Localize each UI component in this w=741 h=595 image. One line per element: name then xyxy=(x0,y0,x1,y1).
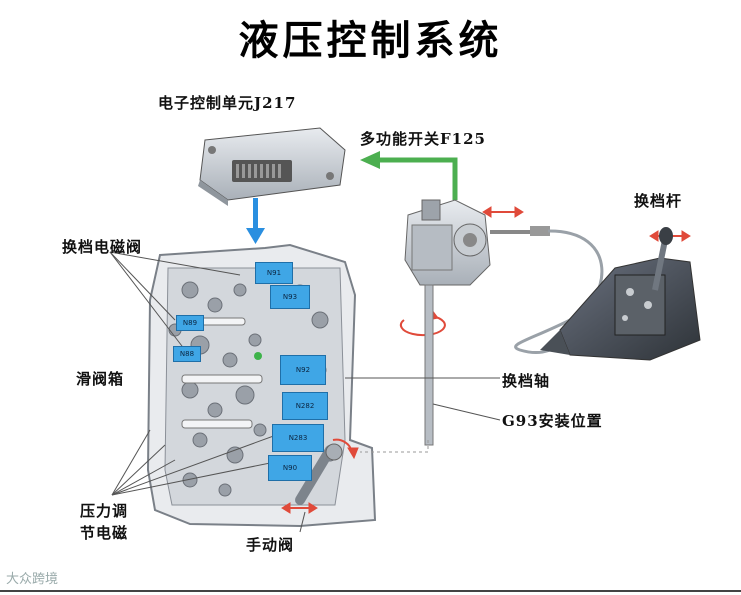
bottom-divider xyxy=(0,590,741,592)
page-title: 液压控制系统 xyxy=(238,17,503,64)
shift-lever-assembly xyxy=(540,227,701,361)
signal-arrow-down xyxy=(246,198,265,244)
label-shift-solenoid: 换档电磁阀 xyxy=(62,238,143,256)
label-manual-valve: 手动阀 xyxy=(246,536,295,554)
label-ecu: 电子控制单元J217 xyxy=(158,94,297,112)
label-g93-position: G93安装位置 xyxy=(502,412,603,430)
label-shift-shaft: 换档轴 xyxy=(502,372,551,390)
ecu-unit xyxy=(198,127,346,206)
valve-tag-n283: N283 xyxy=(272,424,324,452)
signal-arrow-green xyxy=(360,151,458,200)
valve-tag-n88: N88 xyxy=(173,346,201,362)
valve-tag-n90: N90 xyxy=(268,455,312,481)
valve-tag-n282: N282 xyxy=(282,392,328,420)
shift-cable xyxy=(514,229,604,354)
valve-body xyxy=(146,243,377,528)
watermark: 大众跨境 xyxy=(6,572,59,587)
g93-link xyxy=(360,440,429,453)
leader-lines xyxy=(109,251,501,533)
valve-tag-n89: N89 xyxy=(176,315,204,331)
label-pressure-solenoid-2: 节电磁 xyxy=(80,524,129,542)
label-valve-body: 滑阀箱 xyxy=(76,370,125,388)
label-shift-lever: 换档杆 xyxy=(634,192,683,210)
label-pressure-solenoid-1: 压力调 xyxy=(80,502,129,520)
multifunction-switch xyxy=(404,199,550,446)
label-multi-switch: 多功能开关F125 xyxy=(360,130,486,148)
valve-tag-n92: N92 xyxy=(280,355,326,385)
manual-valve-rod xyxy=(295,443,343,505)
valve-tag-n93: N93 xyxy=(270,285,310,309)
valve-tag-n91: N91 xyxy=(255,262,293,284)
